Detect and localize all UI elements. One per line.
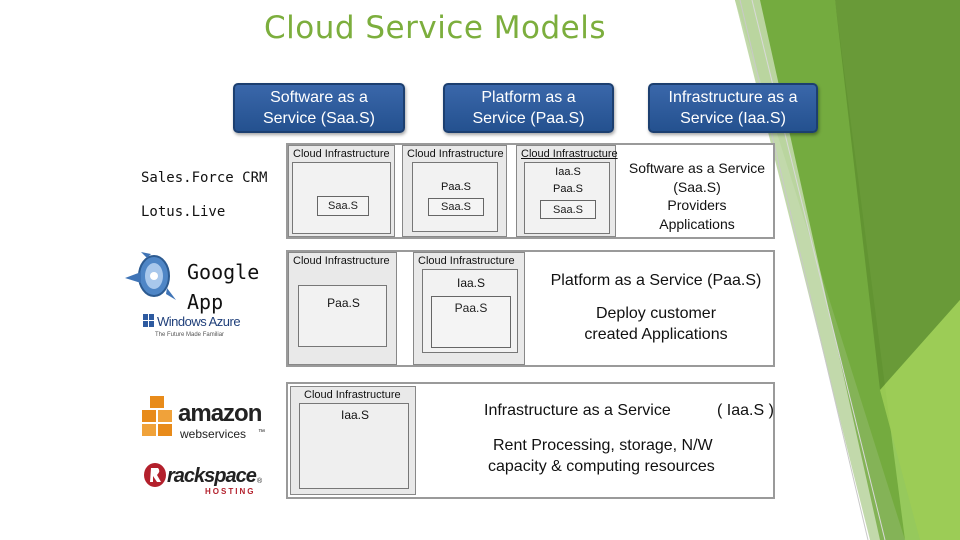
saas-stack-3: Cloud Infrastructure Iaa.S Paa.S Saa.S [516, 145, 618, 237]
paas-description: Platform as a Service (Paa.S) Deploy cus… [536, 272, 776, 345]
saas-stack-3-box: Saa.S [540, 200, 596, 219]
saas-stack-2-label: Cloud Infrastructure [407, 148, 504, 160]
google-line2: App [187, 290, 224, 314]
paas-desc-title: Platform as a Service (Paa.S) [550, 272, 762, 289]
paas-stack-1-box: Paa.S [327, 296, 360, 310]
example-google-app: Google App [187, 257, 259, 317]
amazon-name: amazon [178, 400, 262, 427]
paas-stack-2-inner: Iaa.S Paa.S [422, 269, 518, 353]
header-paas-line2: Service (Paa.S) [472, 110, 585, 127]
google-line1: Google [187, 260, 260, 284]
paas-stack-2: Cloud Infrastructure Iaa.S Paa.S [413, 252, 525, 365]
saas-stack-3-line2: Paa.S [553, 183, 583, 195]
saas-stack-3-line1: Iaa.S [555, 166, 581, 178]
rackspace-reg: ® [257, 478, 263, 485]
windows-azure-logo: Windows Azure The Future Made Familiar [143, 312, 241, 342]
iaas-desc-title: Infrastructure as a Service [484, 402, 671, 419]
rackspace-sub: HOSTING [205, 487, 256, 496]
iaas-row: Cloud Infrastructure Iaa.S Infrastructur… [286, 382, 775, 499]
azure-tagline: The Future Made Familiar [155, 332, 225, 338]
saas-stack-2-inner: Paa.S Saa.S [412, 162, 498, 232]
example-lotuslive: Lotus.Live [141, 204, 226, 220]
amazon-tm: ™ [258, 429, 265, 436]
rackspace-name: rackspace [167, 465, 257, 487]
header-iaas-line1: Infrastructure as a [668, 89, 798, 106]
paas-stack-1-inner: Paa.S [298, 285, 387, 347]
saas-stack-2: Cloud Infrastructure Paa.S Saa.S [402, 145, 507, 237]
header-saas-line1: Software as a [270, 89, 368, 106]
iaas-stack-1-inner: Iaa.S [299, 403, 409, 489]
iaas-stack-1: Cloud Infrastructure Iaa.S [290, 386, 416, 495]
header-saas: Software as a Service (Saa.S) [233, 83, 405, 133]
saas-desc-line4: Applications [659, 215, 735, 232]
iaas-desc-line1: Rent Processing, storage, N/W [493, 437, 713, 454]
saas-desc-line3: Providers [667, 197, 727, 213]
iaas-stack-1-label: Cloud Infrastructure [304, 389, 401, 401]
paas-desc-line1: Deploy customer [595, 305, 717, 322]
saas-stack-1-inner: Saa.S [292, 162, 391, 234]
saas-stack-1-label: Cloud Infrastructure [293, 148, 390, 160]
paas-stack-1: Cloud Infrastructure Paa.S [288, 252, 397, 365]
iaas-description: Infrastructure as a Service ( Iaa.S ) Re… [478, 402, 775, 477]
azure-name: Windows Azure [157, 314, 241, 329]
amazon-sub: webservices [180, 427, 247, 441]
saas-stack-2-box: Saa.S [428, 198, 484, 216]
header-paas: Platform as a Service (Paa.S) [443, 83, 614, 133]
paas-stack-2-label: Cloud Infrastructure [418, 255, 515, 267]
page-title: Cloud Service Models [263, 10, 607, 46]
saas-description: Software as a Service (Saa.S) Providers … [618, 159, 776, 233]
paas-stack-1-label: Cloud Infrastructure [293, 255, 390, 267]
saas-stack-3-label: Cloud Infrastructure [521, 148, 618, 160]
iaas-stack-1-box: Iaa.S [340, 408, 370, 422]
example-salesforce: Sales.Force CRM [141, 170, 268, 186]
iaas-desc-line2: capacity & computing resources [488, 458, 715, 475]
google-app-engine-icon [125, 252, 176, 300]
rackspace-logo: rackspace HOSTING ® [143, 460, 268, 500]
iaas-desc-heading: Infrastructure as a Service ( Iaa.S ) [478, 402, 775, 422]
amazon-web-services-logo: amazon webservices ™ [140, 394, 270, 444]
header-paas-line1: Platform as a [481, 89, 576, 106]
saas-stack-3-inner: Iaa.S Paa.S Saa.S [524, 162, 610, 234]
paas-stack-2-box: Paa.S [431, 296, 511, 348]
saas-desc-line2: (Saa.S) [673, 178, 721, 195]
saas-stack-1-box: Saa.S [317, 196, 369, 216]
saas-stack-2-mid: Paa.S [441, 181, 471, 193]
saas-row: Cloud Infrastructure Saa.S Cloud Infrast… [286, 143, 775, 239]
paas-row: Cloud Infrastructure Paa.S Cloud Infrast… [286, 250, 775, 367]
header-saas-line2: Service (Saa.S) [262, 110, 376, 127]
paas-desc-line2: created Applications [584, 326, 728, 343]
iaas-desc-abbr: ( Iaa.S ) [717, 402, 774, 419]
saas-stack-1: Cloud Infrastructure Saa.S [288, 145, 395, 237]
saas-desc-line1: Software as a Service [628, 160, 766, 176]
header-iaas-line2: Service (Iaa.S) [680, 110, 786, 127]
paas-stack-2-mid: Iaa.S [456, 276, 486, 290]
header-iaas: Infrastructure as a Service (Iaa.S) [648, 83, 818, 133]
